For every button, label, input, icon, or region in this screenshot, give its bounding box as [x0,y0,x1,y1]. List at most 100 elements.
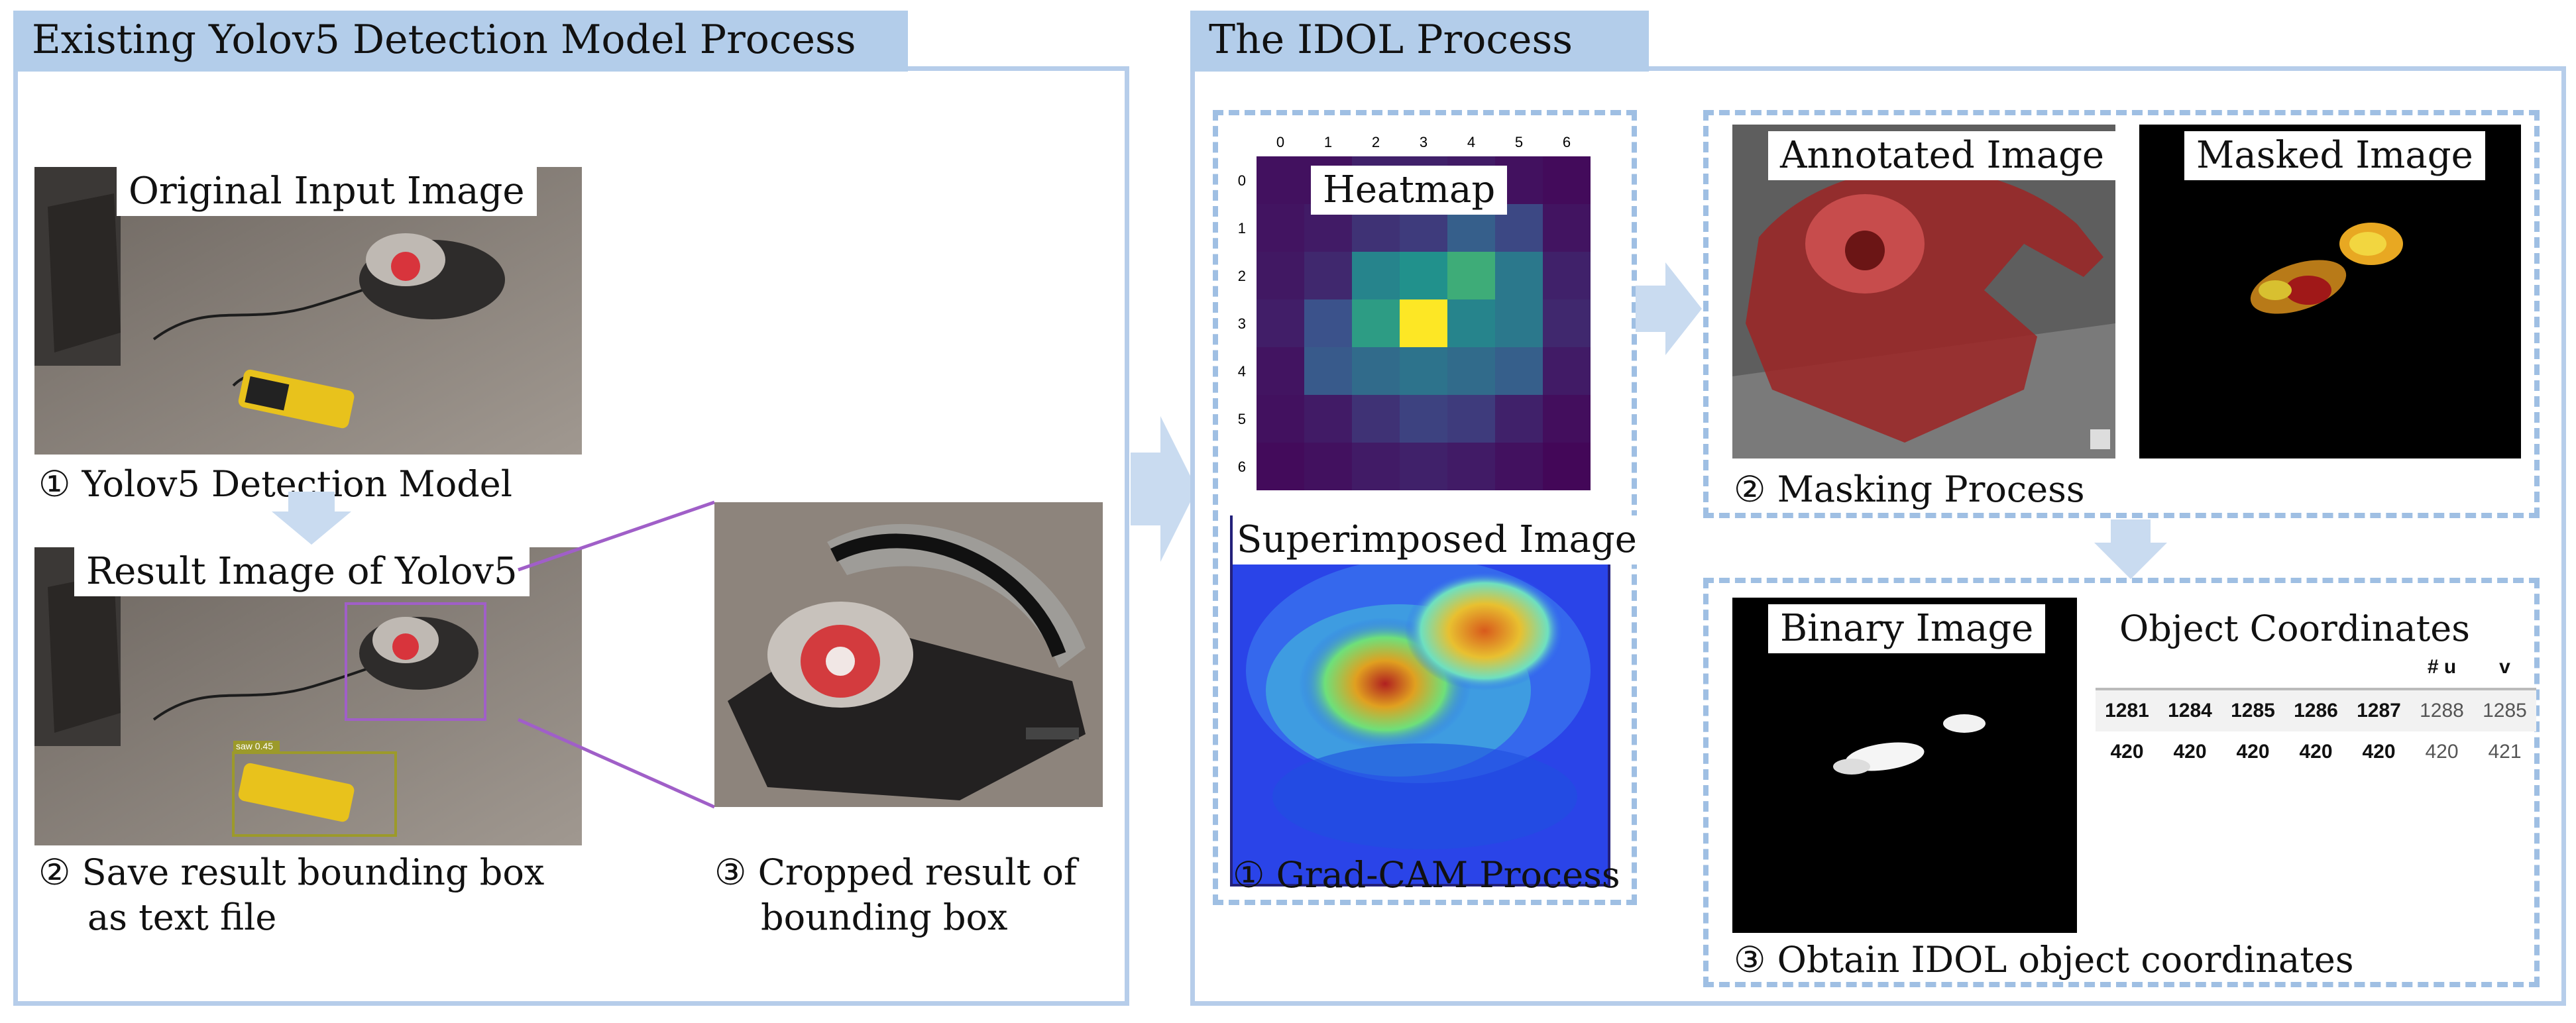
table-header-cell: v [2499,656,2510,678]
heatmap-cell [1543,443,1591,490]
yolov5-result-image-label: Result Image of Yolov5 [74,547,530,596]
coordinates-table-header: # u v [2096,647,2536,689]
masking-group [1703,110,2540,518]
heatmap-cell [1447,252,1495,299]
table-header-cell [2221,647,2284,689]
heatmap-y-tick: 0 [1238,172,1246,189]
coordinates-group [1703,578,2540,987]
original-input-image-label: Original Input Image [117,167,537,216]
masking-caption: ② Masking Process [1734,468,2085,510]
gradcam-group [1213,110,1637,905]
heatmap-cell [1257,252,1304,299]
heatmap-cell [1400,252,1447,299]
cropped-result-image [714,502,1103,807]
table-cell: 420 [2236,741,2270,763]
table-cell: 1285 [2231,700,2275,722]
down-arrow-small-icon [2094,519,2167,579]
heatmap-cell [1447,443,1495,490]
table-cell: 1281 [2105,700,2149,722]
heatmap-cell [1257,204,1304,252]
heatmap-cell [1400,395,1447,443]
heatmap-cell [1543,156,1591,204]
table-cell: 1287 [2357,700,2401,722]
heatmap-cell [1400,347,1447,395]
superimposed-image [1230,515,1610,887]
table-cell: 420 [2425,741,2459,763]
heatmap-cell [1447,395,1495,443]
heatmap-y-tick: 2 [1238,268,1246,284]
heatmap-y-tick: 6 [1238,458,1246,475]
heatmap-x-tick: 6 [1563,134,1571,150]
heatmap-label: Heatmap [1311,166,1508,215]
save-bounding-box-caption-line2: as text file [87,896,277,938]
table-cell: 1288 [2420,700,2464,722]
heatmap-cell [1352,299,1400,347]
table-row-u: 1281 1284 1285 1286 1287 1288 1285 [2096,689,2536,731]
heatmap-y-tick: 1 [1238,220,1246,237]
heatmap-x-tick: 1 [1324,134,1332,150]
heatmap-cell [1352,252,1400,299]
yolov5-detection-model-caption: ① Yolov5 Detection Model [38,463,513,505]
table-cell: 1286 [2294,700,2338,722]
cropped-result-caption-line2: bounding box [761,896,1008,938]
table-cell: 420 [2173,741,2207,763]
heatmap-cell [1257,299,1304,347]
heatmap-y-tick: 3 [1238,315,1246,332]
table-header-cell [2158,647,2221,689]
coordinates-caption: ③ Obtain IDOL object coordinates [1734,939,2354,981]
heatmap-x-tick: 4 [1467,134,1475,150]
heatmap-cell [1543,299,1591,347]
heatmap-cell [1495,347,1543,395]
heatmap-x-tick: 5 [1515,134,1523,150]
heatmap-cell [1447,347,1495,395]
heatmap-cell [1400,299,1447,347]
gradcam-caption: ① Grad-CAM Process [1233,854,1620,896]
heatmap-cell [1543,395,1591,443]
heatmap-cell [1352,347,1400,395]
yolov5-result-image [34,547,582,845]
heatmap-cell [1495,299,1543,347]
yolov5-process-title: Existing Yolov5 Detection Model Process [13,11,908,72]
heatmap-cell [1495,252,1543,299]
heatmap-cell [1257,347,1304,395]
binary-image-label: Binary Image [1768,604,2046,653]
heatmap-cell [1304,252,1352,299]
table-cell: 421 [2488,741,2522,763]
heatmap-x-tick: 2 [1372,134,1380,150]
cropped-result-caption-line1: ③ Cropped result of [714,851,1077,893]
heatmap-y-tick: 5 [1238,411,1246,427]
crop-connector-lines [517,500,716,809]
table-row-v: 420 420 420 420 420 420 421 [2096,731,2536,773]
heatmap-y-tick: 4 [1238,363,1246,380]
idol-process-title: The IDOL Process [1190,11,1649,72]
heatmap-cell [1304,347,1352,395]
heatmap-cell [1352,395,1400,443]
heatmap-cell [1257,156,1304,204]
table-header-cell [2284,647,2347,689]
binary-image [1732,598,2077,933]
heatmap-cell [1304,443,1352,490]
annotated-image [1732,125,2115,458]
table-cell: 420 [2362,741,2396,763]
table-cell: 420 [2110,741,2144,763]
table-header-cell [2096,647,2158,689]
object-coordinates-title: Object Coordinates [2119,608,2470,649]
heatmap-cell [1543,347,1591,395]
down-arrow-icon [272,492,351,545]
table-cell: 1285 [2483,700,2527,722]
table-cell: 420 [2299,741,2333,763]
heatmap-cell [1495,395,1543,443]
heatmap-cell [1304,299,1352,347]
save-bounding-box-caption-line1: ② Save result bounding box [38,851,545,893]
right-arrow-small-icon [1636,262,1702,355]
heatmap-cell [1543,252,1591,299]
coordinates-table: # u v 1281 1284 1285 1286 1287 1288 1285… [2096,647,2536,773]
table-header-cell: # u [2427,656,2457,678]
heatmap-cell [1352,443,1400,490]
heatmap-cell [1543,204,1591,252]
detection-tag: saw 0.45 [236,741,274,751]
heatmap-cell [1400,443,1447,490]
heatmap-x-tick: 3 [1420,134,1428,150]
table-header-cell [2347,647,2410,689]
